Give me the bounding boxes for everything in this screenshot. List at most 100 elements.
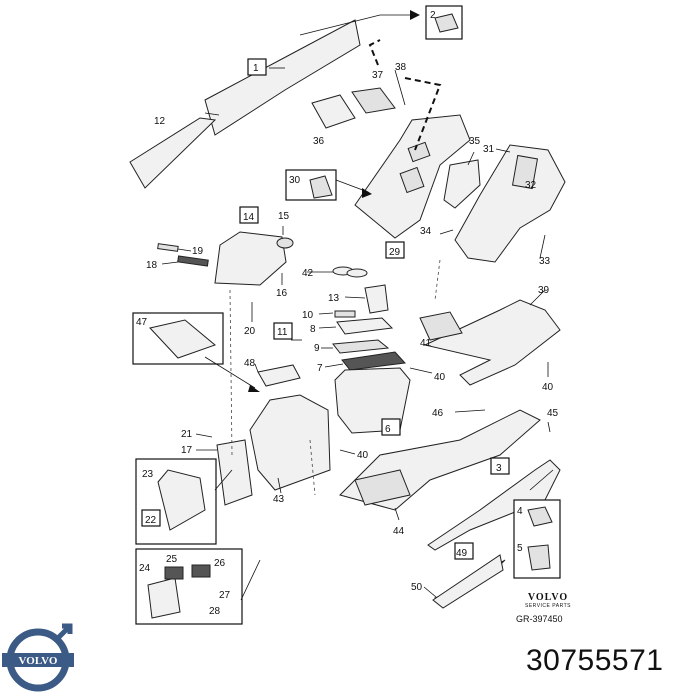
part-4-clip: [527, 506, 553, 527]
leader-line: [439, 229, 454, 235]
callout-49: 49: [456, 548, 468, 559]
callout-25: 25: [166, 554, 178, 565]
arrow-head: [410, 10, 420, 20]
leader-line: [177, 248, 192, 252]
part-23-cover: [157, 469, 206, 531]
callout-2: 2: [430, 10, 436, 21]
leader-line: [204, 112, 220, 116]
callout-6: 6: [385, 424, 391, 435]
leader-line: [467, 151, 475, 166]
part-43-front-console: [249, 364, 331, 491]
part-6-storage-bin: [334, 367, 411, 434]
callout-21: 21: [181, 429, 193, 440]
part-number: 30755571: [526, 644, 664, 677]
callout-10: 10: [302, 310, 314, 321]
callout-50: 50: [411, 582, 423, 593]
callout-17: 17: [181, 445, 193, 456]
part-26-switch: [191, 564, 211, 578]
guide-dash: [368, 39, 381, 66]
callout-46: 46: [432, 408, 444, 419]
callout-1: 1: [253, 63, 259, 74]
leader-line: [318, 326, 337, 329]
callout-4: 4: [517, 506, 523, 517]
callout-5: 5: [517, 543, 523, 554]
leader-line: [529, 289, 546, 306]
callout-11: 11: [277, 327, 288, 338]
callout-35: 35: [469, 136, 481, 147]
part-47-switch: [149, 319, 216, 359]
leader-line: [277, 477, 282, 494]
callout-8: 8: [310, 324, 316, 335]
arrow-leader: [529, 469, 554, 491]
arrow-leader: [214, 469, 233, 491]
callout-box-1: [247, 58, 267, 76]
callout-29: 29: [389, 247, 401, 258]
logo-wordmark: VOLVO: [19, 655, 58, 667]
part-2-clip: [434, 13, 459, 33]
volvo-logo: VOLVO: [2, 623, 74, 692]
callout-41: 41: [420, 338, 432, 349]
leader-line: [409, 367, 433, 374]
callout-34: 34: [420, 226, 432, 237]
part-31-rear-panel: [454, 144, 566, 263]
callout-32: 32: [525, 180, 537, 191]
part-17-front-plate: [216, 439, 253, 506]
callout-40c: 40: [357, 450, 369, 461]
arrow-leader: [299, 14, 415, 36]
callout-40b: 40: [542, 382, 554, 393]
leader-line: [344, 296, 366, 299]
callout-18: 18: [146, 260, 158, 271]
part-30-clip: [309, 175, 333, 199]
part-29-console-trim: [354, 114, 481, 239]
callout-19: 19: [192, 246, 204, 257]
callout-15: 15: [278, 211, 290, 222]
callout-48: 48: [244, 358, 256, 369]
service-parts-brand: VOLVO SERVICE PARTS: [516, 592, 580, 609]
part-50-grille: [432, 554, 506, 609]
guide-dash: [434, 259, 441, 301]
callout-box-22: [141, 509, 161, 527]
callout-37: 37: [372, 70, 384, 81]
leader-line: [539, 234, 546, 259]
arrow-head: [362, 188, 372, 198]
leader-line: [495, 148, 511, 153]
cupholder-parts: [332, 266, 407, 371]
arrow-leader: [204, 356, 256, 389]
guide-dash: [404, 77, 442, 151]
brand-subtitle: SERVICE PARTS: [525, 603, 571, 609]
callout-33: 33: [539, 256, 551, 267]
callout-box-49: [454, 542, 474, 560]
callout-16: 16: [276, 288, 288, 299]
part-24-panel: [147, 577, 181, 619]
leader-line: [161, 261, 179, 265]
leader-line: [454, 409, 486, 413]
callout-47: 47: [136, 317, 148, 328]
part-14-armrest: [214, 231, 294, 286]
callout-box-11: [273, 322, 293, 340]
callout-7: 7: [317, 363, 323, 374]
callout-23: 23: [142, 469, 154, 480]
leader-line: [254, 363, 259, 373]
callout-30: 30: [289, 175, 301, 186]
diagram-code: GR-397450: [516, 614, 563, 624]
callout-31: 31: [483, 144, 495, 155]
callout-26: 26: [214, 558, 226, 569]
callout-39: 39: [538, 285, 550, 296]
leader-line: [423, 586, 437, 598]
callout-42: 42: [302, 268, 314, 279]
callout-24: 24: [139, 563, 151, 574]
callout-12: 12: [154, 116, 166, 127]
callout-box-3: [490, 457, 510, 475]
arrow-head: [248, 385, 260, 392]
callout-20: 20: [244, 326, 256, 337]
callout-3: 3: [496, 463, 502, 474]
part-1-honeycomb-mat: [129, 19, 361, 189]
part-39-side-trim: [419, 299, 561, 386]
leader-line: [324, 363, 344, 368]
part-3-side-panel: [427, 459, 561, 551]
callout-22: 22: [145, 515, 157, 526]
callout-38: 38: [395, 62, 407, 73]
callout-box-6: [381, 418, 401, 436]
callout-box-14: [239, 206, 259, 224]
